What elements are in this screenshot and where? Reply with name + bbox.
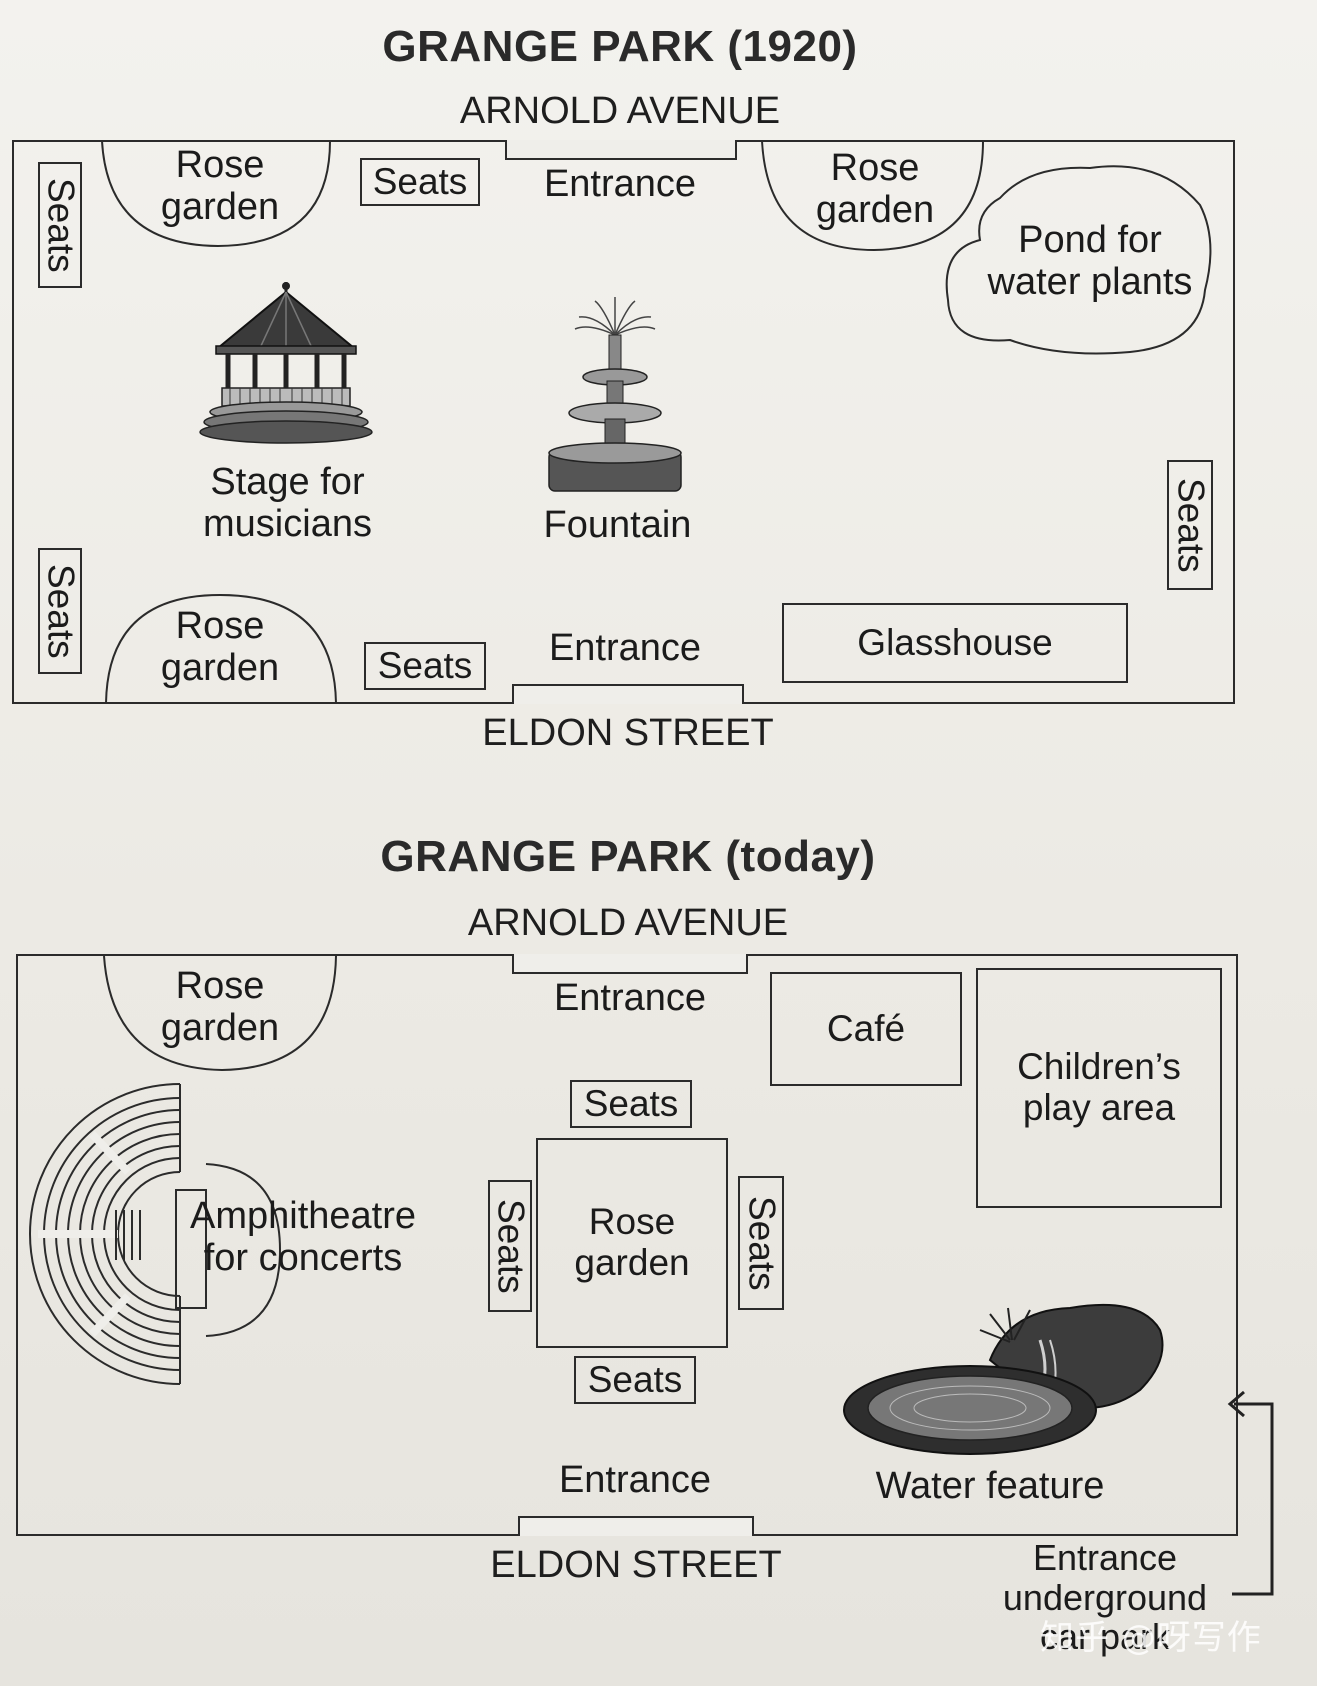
map-today-entrance-bottom: Entrance	[558, 1459, 712, 1501]
map-today-rose-garden-center: Rose garden	[536, 1138, 728, 1348]
map-1920-seats-left-top: Seats	[38, 162, 82, 288]
map-1920-seats-left-bottom-label: Seats	[40, 563, 82, 659]
map-today-top-street: ARNOLD AVENUE	[467, 902, 789, 944]
map-today-seats-right: Seats	[738, 1176, 784, 1310]
map-today-bottom-street: ELDON STREET	[490, 1544, 782, 1586]
map-today-entrance-bottom-gate	[518, 1516, 754, 1536]
map-1920-pond-label: Pond for water plants	[987, 219, 1193, 303]
map-1920-seats-right: Seats	[1167, 460, 1213, 590]
map-1920-entrance-top: Entrance	[543, 163, 697, 205]
map-1920-entrance-bottom: Entrance	[548, 627, 702, 669]
map-today-amphitheatre-label: Amphitheatre for concerts	[189, 1195, 416, 1279]
map-1920-fountain-label: Fountain	[543, 504, 692, 546]
pond-outline	[945, 165, 1212, 355]
map-today-seats-above: Seats	[570, 1080, 692, 1128]
map-1920-seats-left-top-label: Seats	[40, 177, 82, 273]
map-1920-seats-left-bottom: Seats	[38, 548, 82, 674]
map-today-childrens-play-area: Children’s play area	[976, 968, 1222, 1208]
map-today-seats-left-label: Seats	[490, 1198, 532, 1294]
bandstand-icon	[199, 282, 373, 444]
map-today-title: GRANGE PARK (today)	[380, 832, 876, 881]
map-1920-seats-bottom: Seats	[364, 642, 486, 690]
amphitheatre-stage	[175, 1163, 282, 1337]
map-1920-seats-top: Seats	[360, 158, 480, 206]
map-1920-rose-garden-shapes	[101, 140, 1212, 704]
map-1920-glasshouse: Glasshouse	[782, 603, 1128, 683]
map-today-entrance-top-gate	[512, 954, 748, 974]
map-today-seats-below: Seats	[574, 1356, 696, 1404]
map-today-water-feature-label: Water feature	[875, 1465, 1105, 1507]
water-feature-icon	[843, 1303, 1164, 1455]
map-1920-rose-garden-top-right: Rose garden	[815, 147, 935, 231]
map-1920-top-street: ARNOLD AVENUE	[459, 90, 781, 132]
watermark: 知乎 @呀写作	[1040, 1618, 1262, 1658]
fountain-icon	[548, 297, 682, 492]
map-1920-entrance-top-gate	[505, 140, 737, 160]
map-1920-rose-garden-bottom-left: Rose garden	[160, 605, 280, 689]
map-today-seats-left: Seats	[488, 1180, 532, 1312]
amphitheatre-icon	[29, 1083, 181, 1385]
map-1920-title: GRANGE PARK (1920)	[382, 22, 858, 71]
map-1920-stage-label: Stage for musicians	[203, 461, 372, 545]
map-today-entrance-top: Entrance	[553, 977, 707, 1019]
map-1920-bottom-street: ELDON STREET	[482, 712, 774, 754]
map-today-cafe: Café	[770, 972, 962, 1086]
map-1920-seats-right-label: Seats	[1170, 477, 1212, 573]
arrow-icon	[1227, 1390, 1274, 1596]
map-1920-rose-garden-top-left: Rose garden	[160, 144, 280, 228]
map-1920-entrance-bottom-gate	[512, 684, 744, 704]
map-today-seats-right-label: Seats	[741, 1195, 783, 1291]
map-today-rose-garden-top: Rose garden	[160, 965, 280, 1049]
map-today-car-park-entrance: Entrance underground car park	[1002, 1537, 1208, 1658]
